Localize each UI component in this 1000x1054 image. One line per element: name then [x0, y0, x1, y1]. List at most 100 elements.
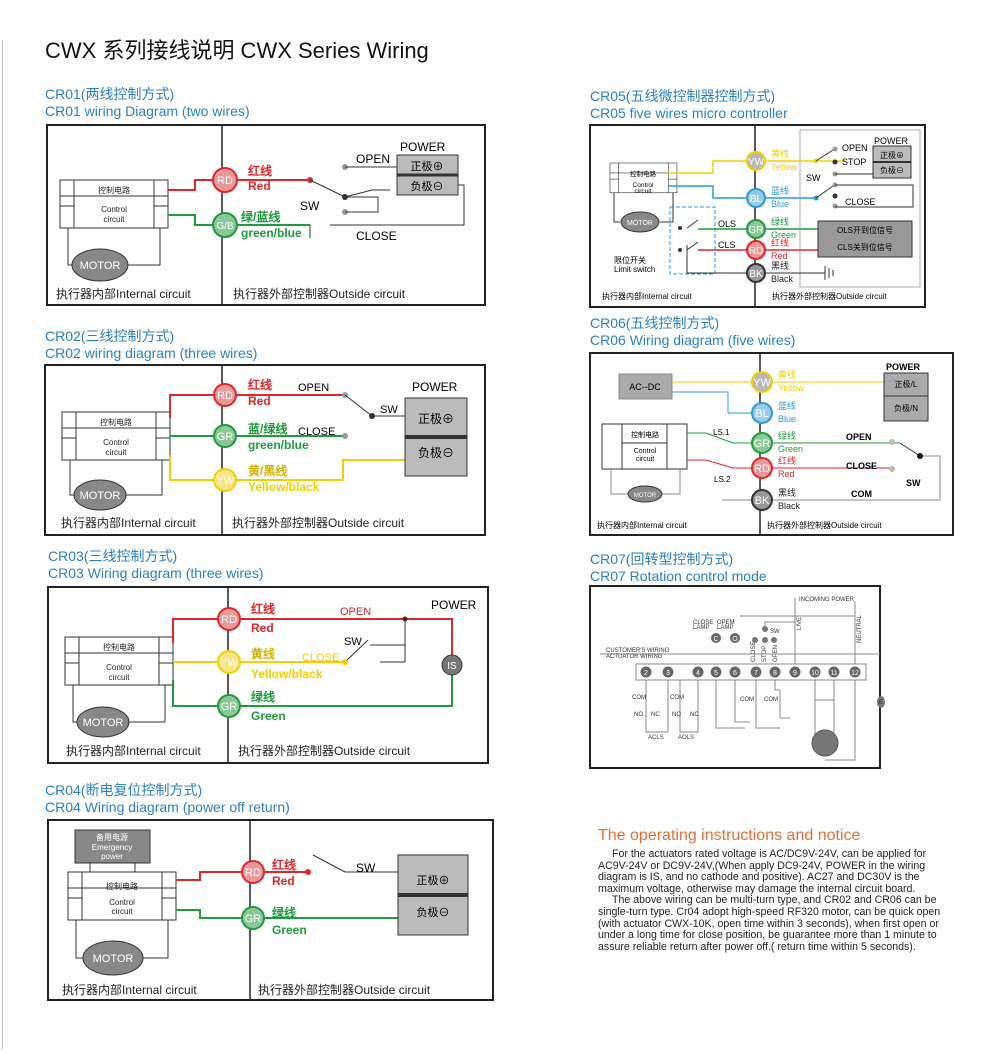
close-label: CLOSE	[298, 426, 335, 438]
wire-label: 黄线	[771, 148, 789, 159]
wire-code: YW	[753, 377, 771, 389]
open-lamp-label: OPEM	[717, 620, 735, 626]
positive-label: 正极⊕	[418, 412, 454, 426]
open-lamp-icon	[730, 633, 740, 643]
control-circuit-label: 控制电路	[100, 417, 132, 427]
wire-label: Yellow	[771, 162, 797, 172]
terminal-5	[710, 666, 722, 678]
cr02-diagram: 控制电路 Control circuit MOTOR RD GR YW 红线 R…	[44, 364, 486, 536]
circuit-label: circuit	[109, 673, 131, 682]
power-label: POWER	[886, 362, 921, 372]
is-label: IS	[447, 661, 457, 672]
terminal-4	[692, 666, 704, 678]
cr03-heading-cn: CR03(三线控制方式)	[48, 548, 178, 564]
ls2-label: LS.2	[714, 475, 731, 484]
terminal-9	[789, 666, 801, 678]
no-label: NO	[634, 712, 643, 718]
outside-circuit-label: 执行器外部控制器Outside circuit	[767, 520, 882, 530]
wire-label: Black	[778, 501, 801, 511]
outside-circuit-label: 执行器外部控制器Outside circuit	[258, 982, 431, 997]
wire-label: Green	[778, 444, 803, 454]
sw-label: SW	[770, 629, 780, 635]
power-label: POWER	[874, 136, 909, 146]
open-label: OPEN	[356, 152, 390, 166]
wire-green-icon	[212, 212, 238, 238]
positive-label: 正极⊕	[417, 873, 450, 887]
wire-bk-icon	[746, 263, 766, 283]
earth-label: E	[879, 700, 883, 706]
open-label: OPEN	[298, 382, 329, 394]
motor-label: MOTOR	[93, 953, 134, 965]
wire-gr-icon	[746, 219, 766, 239]
wire-label: Red	[778, 469, 795, 479]
neutral-label: NEUTRAL	[857, 614, 863, 643]
cr05-heading-cn: CR05(五线微控制器控制方式)	[590, 88, 776, 104]
wire-rd-icon	[751, 457, 773, 479]
terminal-7	[750, 666, 762, 678]
control-circuit-label: 控制电路	[630, 169, 657, 178]
terminal-number: 6	[733, 670, 737, 677]
terminal-number: 4	[696, 670, 700, 677]
cls-signal-label: CLS关到位信号	[837, 242, 893, 252]
control-circuit-label: 控制电路	[103, 642, 135, 652]
close-label: CLOSE	[845, 197, 876, 207]
wire-code: YW	[220, 657, 238, 669]
close-lamp-icon	[711, 633, 721, 643]
control-circuit-label: 控制电路	[631, 430, 659, 439]
cr04-diagram: 备用电源 Emergency power 控制电路 Control circui…	[47, 819, 494, 1001]
wire-code: RD	[749, 246, 763, 257]
terminal-number: 11	[830, 670, 837, 677]
wire-label: Green	[272, 923, 307, 937]
live-label: LIVE	[797, 617, 803, 630]
terminal-10	[809, 666, 821, 678]
internal-circuit-label: 执行器内部Internal circuit	[597, 520, 688, 530]
wire-green-icon	[213, 424, 237, 448]
wire-code: RD	[217, 175, 233, 187]
motor-label: MOTOR	[80, 490, 121, 502]
motor-icon	[76, 706, 130, 738]
close-label: CLOSE	[846, 461, 877, 471]
motor-label: MOTOR	[83, 717, 124, 729]
wire-label: Black	[771, 274, 794, 284]
terminal-number: 5	[714, 670, 718, 677]
wire-label: Yellow/black	[248, 480, 320, 494]
control-label: Control	[109, 898, 135, 907]
wire-label: Green	[771, 230, 796, 240]
emergency-power-box	[74, 829, 151, 864]
wire-label: 蓝线	[771, 185, 789, 196]
com-label: COM	[670, 695, 684, 701]
sw-label: SW	[806, 173, 821, 183]
motor-icon	[627, 485, 663, 503]
wire-red-icon	[241, 860, 265, 884]
com-label: COM	[764, 697, 778, 703]
wire-code: GR	[245, 913, 262, 925]
ols-signal-label: OLS开到位信号	[837, 225, 893, 235]
is-power-icon	[441, 654, 463, 676]
wire-label: Yellow/black	[251, 667, 323, 681]
wire-gr-icon	[751, 432, 773, 454]
open-lamp-label: LAMP	[717, 625, 733, 631]
wire-code: RD	[245, 867, 261, 879]
terminal-2	[640, 666, 652, 678]
wire-red-icon	[217, 607, 241, 631]
power-label: POWER	[431, 598, 477, 612]
circuit-label: circuit	[106, 448, 128, 457]
internal-circuit-label: 执行器内部Internal circuit	[62, 982, 197, 997]
page-title: CWX 系列接线说明 CWX Series Wiring	[45, 38, 429, 63]
motor-icon	[620, 211, 660, 233]
wire-code: YW	[748, 157, 765, 168]
cr04-heading-cn: CR04(断电复位控制方式)	[45, 782, 203, 798]
close-lamp-label: CLOSE	[693, 620, 713, 626]
notice-paragraph: The above wiring can be multi-turn type,…	[598, 894, 941, 953]
wire-label: Blue	[778, 414, 796, 424]
open-label: OPEN	[340, 606, 371, 618]
internal-circuit-label: 执行器内部Internal circuit	[61, 515, 196, 530]
aols-label: AOLS	[678, 735, 694, 741]
com-label: COM	[632, 695, 646, 701]
wire-label: 红线	[248, 163, 272, 178]
wire-label: 红线	[272, 857, 296, 872]
wire-label: 绿线	[778, 430, 796, 441]
wire-label: Red	[771, 251, 788, 261]
outside-circuit-label: 执行器外部控制器Outside circuit	[238, 743, 411, 758]
